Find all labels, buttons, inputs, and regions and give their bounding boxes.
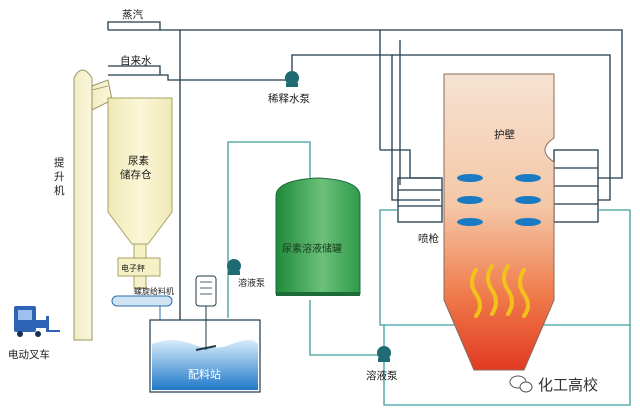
solution-pipe-to-furnace [379, 209, 398, 355]
label-solution-pump-left: 溶液泵 [238, 277, 265, 289]
solution-pipe-bottom [309, 300, 384, 356]
bucket-elevator [73, 69, 113, 341]
boiler-furnace [443, 73, 555, 371]
steam-branch [107, 21, 161, 30]
urea-silo [107, 97, 173, 289]
label-silo-2: 储存仓 [120, 168, 152, 181]
label-steam: 蒸汽 [122, 8, 143, 21]
label-elevator-3: 机 [54, 184, 65, 197]
steam-right-loop [380, 149, 440, 179]
nozzle-icon [457, 196, 483, 204]
label-water-wall: 护壁 [494, 128, 515, 141]
nozzle-icon [515, 196, 541, 204]
label-storage-tank: 尿素溶液储罐 [282, 242, 342, 255]
tap-water-pipe [108, 74, 292, 81]
label-elevator-1: 提 [54, 157, 65, 169]
forklift-icon [14, 306, 60, 337]
flame-icons [470, 264, 530, 318]
left-nozzle-manifold [397, 177, 443, 223]
wechat-icon [509, 375, 533, 393]
nozzle-icon [457, 218, 483, 226]
screw-feeder [111, 295, 173, 320]
mixing-station [149, 275, 261, 393]
label-mixing-station: 配料站 [188, 367, 221, 381]
label-elevator-2: 升 [54, 171, 65, 183]
label-scale: 电子秤 [121, 263, 145, 273]
solution-pipe-left [227, 141, 311, 318]
agitator-motor [195, 275, 217, 307]
solution-pump-left [227, 259, 241, 275]
label-screw-feeder: 螺旋给料机 [134, 286, 174, 296]
label-forklift: 电动叉车 [8, 348, 50, 361]
nozzle-icon [457, 174, 483, 182]
nozzle-icon [515, 218, 541, 226]
label-silo-1: 尿素 [128, 154, 149, 167]
dilution-water-pump [285, 71, 299, 87]
tap-water-branch [108, 65, 161, 75]
label-dilution-pump: 稀释水泵 [268, 92, 310, 105]
nozzle-icon [515, 174, 541, 182]
right-loop [392, 54, 611, 201]
return-pipe [383, 325, 631, 406]
solution-pump-bottom [377, 346, 391, 362]
label-solution-pump-bottom: 溶液泵 [366, 369, 398, 382]
label-spray-gun: 喷枪 [418, 232, 439, 245]
urea-solution-tank [275, 177, 361, 296]
label-tap-water: 自来水 [120, 54, 152, 67]
spray-nozzles [457, 174, 541, 226]
label-watermark: 化工高校 [538, 376, 598, 394]
